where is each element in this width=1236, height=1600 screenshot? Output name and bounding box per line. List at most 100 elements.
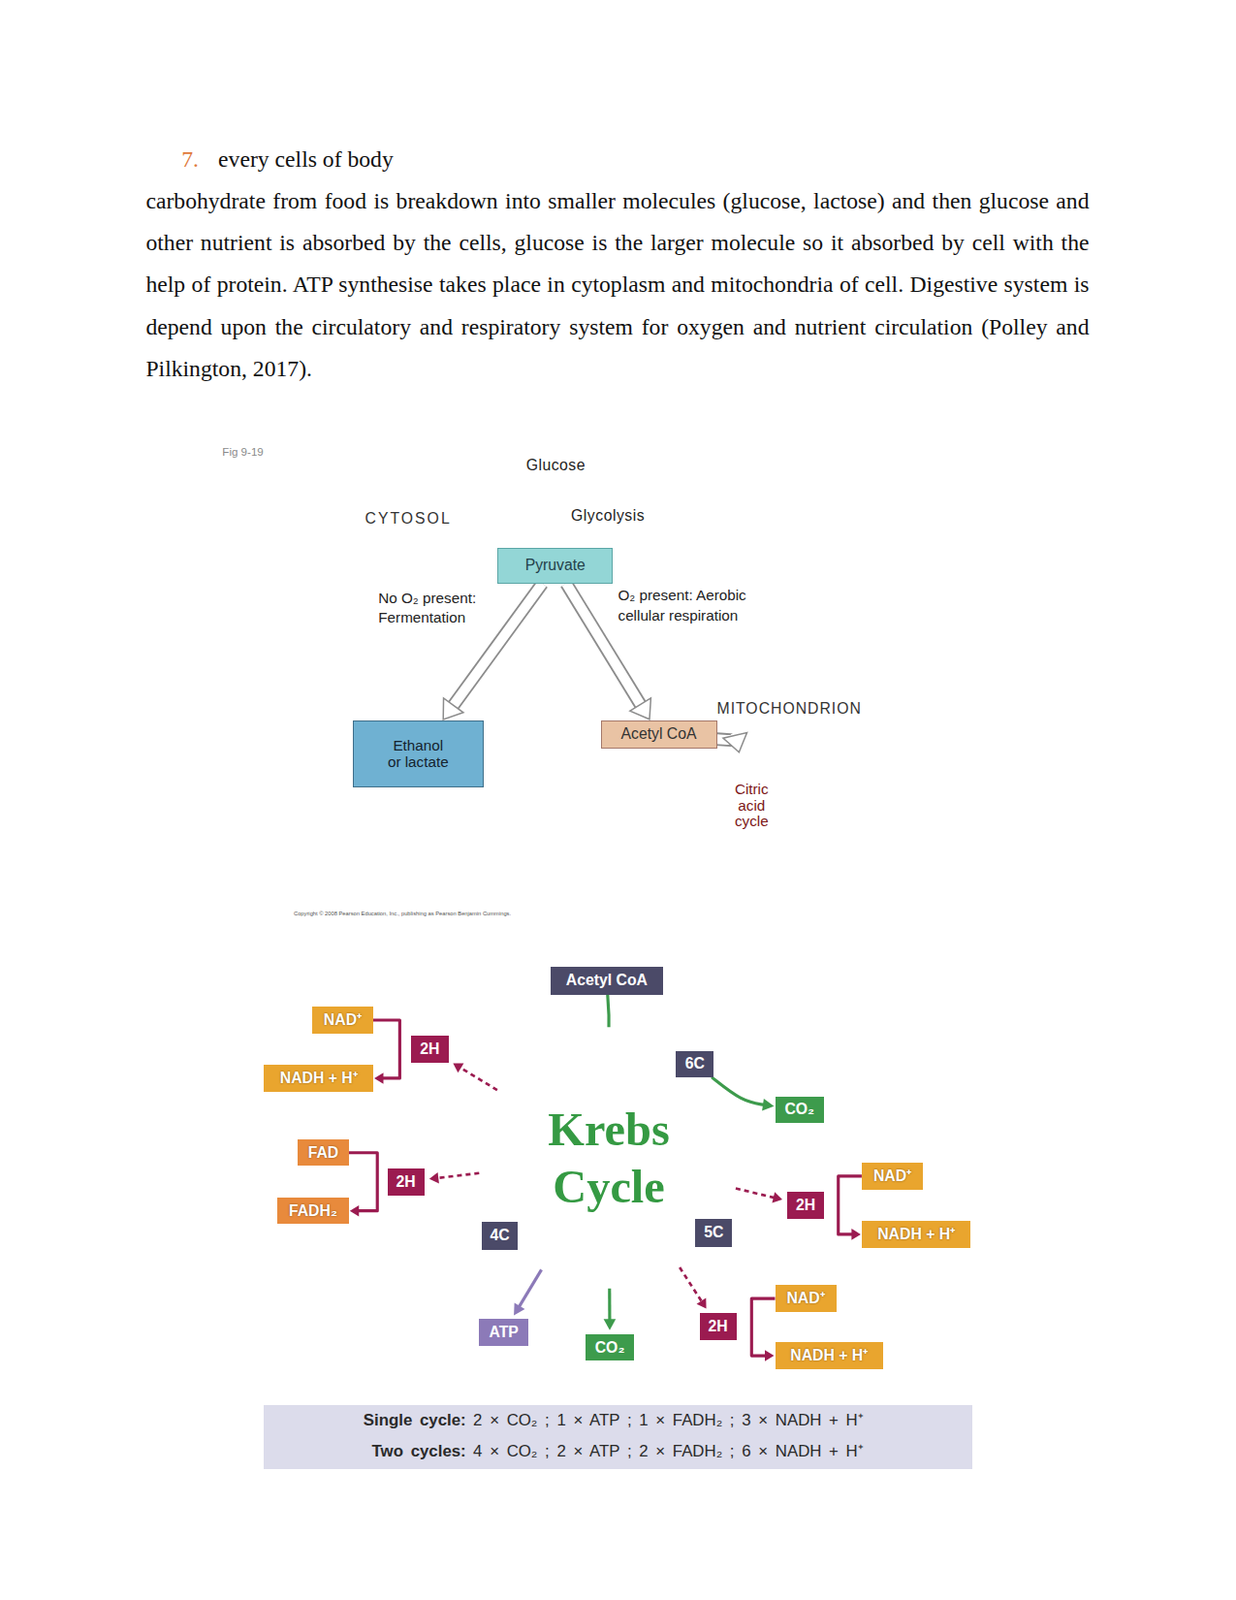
connector-line xyxy=(711,1077,765,1106)
carbon-count-box: 6C xyxy=(675,1050,714,1078)
cytosol-text: CYTOSOL xyxy=(365,509,452,528)
list-number: 7. xyxy=(181,145,199,173)
mitochondrion-text: MITOCHONDRION xyxy=(717,699,862,718)
arrowhead xyxy=(443,697,464,720)
hydrogen-text: 2H xyxy=(419,1040,440,1058)
glycolysis-arrow xyxy=(545,503,567,522)
connector xyxy=(603,1288,617,1331)
molecule-label: Glucose xyxy=(505,456,607,476)
connector xyxy=(717,731,748,752)
connector-line xyxy=(518,1268,541,1307)
cycle-disc xyxy=(706,760,797,852)
cytosol-region: CYTOSOL PyruvateEthanol or lactate MITOCHO… xyxy=(293,469,889,908)
connector xyxy=(711,1077,774,1111)
connector-line xyxy=(735,1188,775,1199)
connector-line xyxy=(838,1175,862,1235)
hydrogen-text: 2H xyxy=(396,1172,416,1191)
pyruvate-text: Pyruvate xyxy=(525,556,586,574)
cycle-text: Citric acid cycle xyxy=(725,781,779,830)
arrowhead xyxy=(723,731,748,752)
carbon-count-text: 4C xyxy=(489,1226,509,1244)
crista xyxy=(841,790,889,801)
krebs-cycle-text: Krebs Cycle xyxy=(496,1100,721,1215)
arrowhead xyxy=(603,1318,617,1331)
acetyl-coa-text: Acetyl CoA xyxy=(566,971,648,989)
connector xyxy=(373,1019,400,1084)
connector xyxy=(607,994,609,1028)
arrowhead xyxy=(429,1172,440,1183)
coenzyme-text: NAD⁺ xyxy=(323,1011,362,1029)
coenzyme-text: NAD⁺ xyxy=(786,1289,824,1307)
connector xyxy=(838,1175,862,1240)
glycolysis-arrow xyxy=(545,522,567,541)
ring-arrowhead xyxy=(666,1039,676,1048)
hydrogen-text: 2H xyxy=(708,1317,729,1335)
connector xyxy=(348,1152,378,1217)
crista xyxy=(521,795,573,812)
cycle-ring-arrow xyxy=(700,824,799,861)
coenzyme-text: NADH + H⁺ xyxy=(877,1225,955,1243)
coenzyme-text: FADH₂ xyxy=(288,1202,338,1220)
summary-text: Two cycles: xyxy=(263,1441,466,1461)
connector xyxy=(566,583,651,720)
ring-arrowhead xyxy=(731,1145,742,1154)
arrowhead xyxy=(771,1191,783,1203)
connector xyxy=(429,1172,479,1183)
acetyl-coa-text: Acetyl CoA xyxy=(621,725,698,743)
summary-text: Single cycle: xyxy=(263,1410,466,1430)
ring-arrowhead xyxy=(545,1039,555,1048)
cytosol-fill xyxy=(293,488,889,908)
mitochondrion-region: MITOCHONDRION Acetyl CoA Citric acid cycle xyxy=(514,602,889,909)
connector-line xyxy=(679,1267,702,1302)
connector xyxy=(513,1268,541,1315)
co2-box: CO₂ xyxy=(775,1096,824,1123)
cycle-ring-head xyxy=(697,818,710,830)
connector-line xyxy=(459,1067,498,1090)
product-text: Ethanol or lactate xyxy=(387,736,449,771)
cell-membrane xyxy=(293,488,889,528)
coenzyme-box: NAD⁺ xyxy=(775,1284,837,1311)
summary-text: 4 × CO₂ ; 2 × ATP ; 2 × FADH₂ ; 6 × NADH… xyxy=(473,1441,963,1461)
carbon-count-box: 5C xyxy=(695,1218,732,1246)
process-label: Glycolysis xyxy=(570,507,645,526)
arrowhead xyxy=(374,1072,383,1084)
coenzyme-text: FAD xyxy=(308,1143,340,1162)
arrowhead xyxy=(697,1297,707,1308)
coenzyme-box: NADH + H⁺ xyxy=(263,1064,374,1091)
coenzyme-box: FADH₂ xyxy=(277,1197,349,1224)
connector-line xyxy=(717,737,737,740)
crista xyxy=(632,855,646,909)
coenzyme-box: NADH + H⁺ xyxy=(861,1220,972,1247)
connector-line xyxy=(373,1019,400,1078)
connector xyxy=(735,1188,783,1204)
connector-outline xyxy=(717,737,737,740)
summary-text: 2 × CO₂ ; 1 × ATP ; 1 × FADH₂ ; 3 × NADH… xyxy=(473,1410,963,1430)
hydrogen-text: 2H xyxy=(795,1196,816,1214)
figure-number: Fig 9-19 xyxy=(221,445,263,460)
connector xyxy=(452,1062,498,1090)
copyright-note: Copyright © 2008 Pearson Education, Inc.… xyxy=(293,910,511,918)
pathway-label: No O₂ present: Fermentation xyxy=(378,588,521,628)
connector-line xyxy=(348,1152,378,1211)
page-heading: every cells of body xyxy=(218,145,394,173)
carbon-count-box: 4C xyxy=(481,1221,519,1249)
coenzyme-box: NAD⁺ xyxy=(861,1162,923,1189)
arrowhead xyxy=(761,1098,774,1110)
coenzyme-text: NAD⁺ xyxy=(873,1167,912,1185)
connector-line xyxy=(607,994,609,1028)
coenzyme-box: NAD⁺ xyxy=(312,1006,374,1033)
arrowhead xyxy=(452,1062,464,1073)
atp-box: ATP xyxy=(478,1318,528,1345)
outer-membrane xyxy=(493,562,889,908)
connector-line xyxy=(751,1298,775,1356)
connector-line xyxy=(437,1172,479,1178)
coenzyme-box: NADH + H⁺ xyxy=(775,1341,885,1368)
hydrogen-box: 2H xyxy=(411,1035,449,1063)
cycle-ring-arrow xyxy=(763,752,807,800)
arrowhead xyxy=(630,697,652,720)
connector xyxy=(751,1298,775,1362)
cycle-ring-head xyxy=(795,798,811,809)
arrowhead xyxy=(851,1228,860,1240)
arrowhead xyxy=(513,1301,525,1315)
